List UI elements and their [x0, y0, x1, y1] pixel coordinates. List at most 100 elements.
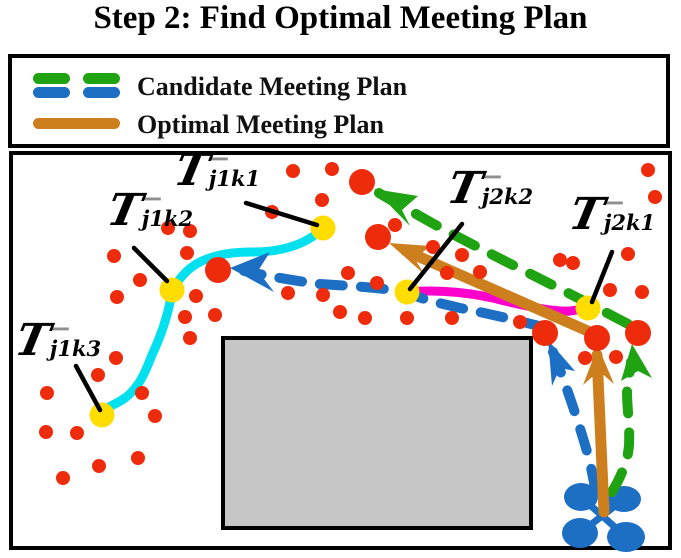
- meeting-point-dot: [584, 325, 610, 351]
- sample-dot: [39, 425, 53, 439]
- meeting-point-dot: [205, 257, 231, 283]
- green-arrowhead-lower: [621, 344, 652, 381]
- pointer-j2k1: [589, 249, 615, 305]
- tlabel-j1k1: T−j1k1: [170, 144, 261, 196]
- candidate-green-dash-2: [83, 73, 120, 84]
- sample-dot: [40, 386, 54, 400]
- tlabel-subscript: j2k2: [481, 184, 534, 209]
- tlabel-j1k2: T−j1k2: [103, 184, 194, 236]
- tlabel-main: T: [169, 145, 214, 196]
- sample-dot: [325, 162, 339, 176]
- meeting-point-dot: [365, 224, 391, 250]
- tlabel-superscript: −: [141, 184, 164, 214]
- trajectory-node: [159, 277, 185, 303]
- sample-dot: [473, 265, 487, 279]
- tlabel-subscript: j2k1: [603, 210, 656, 235]
- sample-dot: [92, 459, 106, 473]
- trajectory-node: [89, 402, 115, 428]
- sample-dot: [133, 273, 147, 287]
- sample-dot: [178, 310, 192, 324]
- sample-dot: [641, 163, 655, 177]
- sample-dot: [513, 315, 527, 329]
- sample-dot: [440, 266, 454, 280]
- sample-dot: [109, 351, 123, 365]
- sample-dot: [180, 246, 194, 260]
- sample-dot: [358, 311, 372, 325]
- blue-arrowhead-lower: [548, 340, 575, 386]
- meeting-point-dot: [625, 320, 651, 346]
- meeting-point-dot: [532, 320, 558, 346]
- pointer-j1k3: [73, 363, 103, 413]
- candidate-blue-dash-1: [33, 87, 70, 98]
- pointer-j2k2: [407, 221, 465, 292]
- sample-dot: [208, 308, 222, 322]
- sample-dot: [281, 286, 295, 300]
- tlabel-main: T: [10, 315, 55, 366]
- sample-dot: [426, 240, 440, 254]
- orange-arrowhead-upper: [389, 243, 430, 274]
- sample-dot: [621, 247, 635, 261]
- label-pointer-lines: [73, 200, 615, 413]
- sample-dot: [566, 256, 580, 270]
- sample-dot: [315, 193, 329, 207]
- trajectory-node: [575, 295, 601, 321]
- orange-arrowhead-lower: [583, 346, 614, 385]
- tlabel-main: T: [102, 185, 147, 236]
- candidate-plan-blue-lower-path: [548, 347, 602, 503]
- sample-dot: [110, 290, 124, 304]
- sample-dot: [341, 266, 355, 280]
- legend-box: Candidate Meeting Plan Optimal Meeting P…: [8, 54, 670, 148]
- sample-dot: [91, 368, 105, 382]
- tlabel-j2k1: T−j2k1: [565, 188, 656, 240]
- sample-dot: [333, 305, 347, 319]
- sample-dots-layer: [39, 162, 662, 485]
- sample-dot: [603, 283, 617, 297]
- tlabel-subscript: j1k1: [208, 166, 261, 191]
- legend-optimal-label: Optimal Meeting Plan: [137, 110, 384, 139]
- sample-dot: [183, 224, 197, 238]
- candidate-green-dash-1: [33, 73, 70, 84]
- tlabel-main: T: [442, 163, 487, 214]
- sample-dot: [131, 451, 145, 465]
- sample-dot: [370, 276, 384, 290]
- sample-dot: [107, 249, 121, 263]
- tlabel-subscript: j1k2: [141, 206, 194, 231]
- sample-dot: [635, 285, 649, 299]
- trajectory-node-layer: [89, 215, 601, 428]
- sample-dot: [578, 351, 592, 365]
- blue-arrowhead-left: [230, 252, 274, 292]
- tlabel-superscript: −: [49, 314, 72, 344]
- tlabel-subscript: j1k3: [49, 336, 102, 361]
- obstacle-rectangle: [221, 336, 533, 530]
- tlabel-main: T: [564, 189, 609, 240]
- green-arrowhead-upper: [374, 189, 418, 226]
- sample-dot: [183, 331, 197, 345]
- sample-dot: [56, 471, 70, 485]
- sample-dot: [189, 289, 203, 303]
- sample-dot: [388, 218, 402, 232]
- tlabel-superscript: −: [603, 188, 626, 218]
- sample-dot: [400, 311, 414, 325]
- trajectory-node: [310, 215, 336, 241]
- tlabel-j1k3: T−j1k3: [11, 314, 102, 366]
- optimal-plan-orange-lower-segment: [591, 349, 610, 518]
- candidate-plan-green-lower-path: [607, 357, 636, 497]
- figure-title: Step 2: Find Optimal Meeting Plan: [93, 0, 588, 36]
- sample-dot: [135, 386, 149, 400]
- tlabel-superscript: −: [481, 162, 504, 192]
- pointer-j1k1: [243, 200, 320, 228]
- sample-dot: [648, 190, 662, 204]
- meeting-point-dot: [349, 169, 375, 195]
- legend-candidate-label: Candidate Meeting Plan: [137, 72, 408, 101]
- sample-dot: [316, 288, 330, 302]
- sample-dot: [455, 248, 469, 262]
- optimal-plan-orange-upper-segment: [400, 245, 596, 338]
- sample-dot: [161, 221, 175, 235]
- tlabel-superscript: −: [208, 144, 231, 174]
- pointer-j1k2: [131, 245, 170, 284]
- meeting-point-dots-layer: [205, 169, 651, 351]
- tlabel-j2k2: T−j2k2: [443, 162, 534, 214]
- sample-dot: [445, 311, 459, 325]
